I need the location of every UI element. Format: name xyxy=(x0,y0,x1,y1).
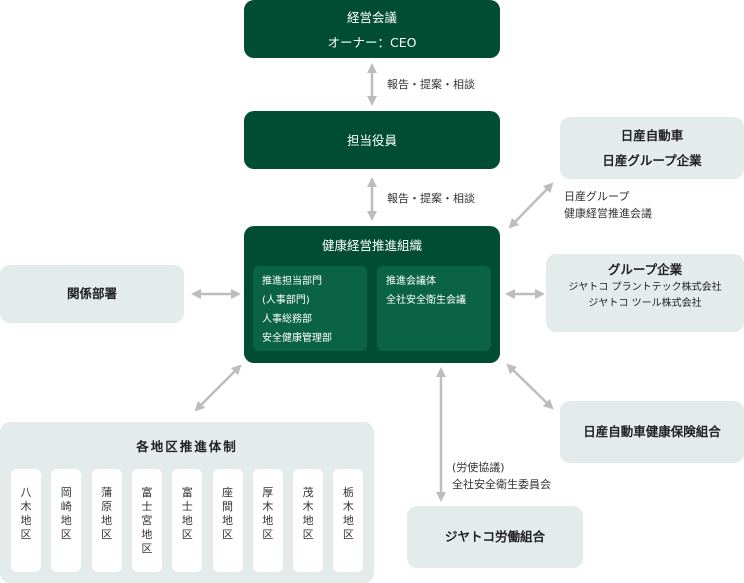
nissan-box: 日産自動車 日産グループ企業 xyxy=(560,117,744,179)
district-char: 木 xyxy=(302,500,314,513)
panel-line: 推進会議体 xyxy=(386,276,436,287)
district-char: 区 xyxy=(222,528,233,541)
district-char: 富 xyxy=(181,486,193,499)
arrow-org-regional xyxy=(194,364,242,412)
health-org-title: 健康経営推進組織 xyxy=(321,238,422,253)
district-char: 崎 xyxy=(60,500,72,513)
district-card: 蒲原地区 xyxy=(91,469,122,572)
nissan-arrow-label: 日産グループ 健康経営推進会議 xyxy=(564,188,652,222)
district-card: 富士宮地区 xyxy=(131,469,162,572)
group-company-line: ジヤトコ ツール株式会社 xyxy=(588,298,702,309)
health-insurance-title: 日産自動車健康保険組合 xyxy=(583,424,721,439)
district-char: 区 xyxy=(20,528,32,541)
district-char: 富 xyxy=(141,486,153,499)
district-char: 区 xyxy=(181,528,193,541)
related-departments-title: 関係部署 xyxy=(66,286,117,301)
district-char: 蒲 xyxy=(101,486,113,499)
labor-union-title: ジヤトコ労働組合 xyxy=(444,529,545,544)
union-arrow-label: (労使協議) 全社安全衛生委員会 xyxy=(452,459,551,493)
district-char: 地 xyxy=(262,514,274,527)
group-company-line: ジヤトコ プラントテック株式会社 xyxy=(568,282,722,293)
group-companies-title: グループ企業 xyxy=(607,262,683,277)
district-char: 宮 xyxy=(141,514,153,527)
label-line: (労使協議) xyxy=(452,461,505,474)
arrow-label-report-2: 報告・提案・相談 xyxy=(387,192,475,205)
regional-title: 各地区推進体制 xyxy=(136,439,238,454)
district-char: 栃 xyxy=(342,486,354,499)
district-card: 八木地区 xyxy=(11,469,41,572)
district-char: 地 xyxy=(101,514,113,527)
panel-line: 安全健康管理部 xyxy=(262,333,332,344)
arrow-org-nissan xyxy=(508,182,554,229)
executive-meeting-title: 経営会議 xyxy=(346,10,397,25)
district-char: 木 xyxy=(342,500,354,513)
district-char: 地 xyxy=(20,514,32,527)
district-card: 厚木地区 xyxy=(252,469,283,572)
health-management-org-box: 健康経営推進組織 推進担当部門 (人事部門) 人事総務部 安全健康管理部 推進会… xyxy=(244,226,500,363)
district-char: 区 xyxy=(342,528,354,541)
district-card: 茂木地区 xyxy=(293,469,324,572)
district-card: 座間地区 xyxy=(212,469,243,572)
district-char: 木 xyxy=(20,500,32,513)
district-char: 地 xyxy=(342,514,354,527)
district-char: 地 xyxy=(222,514,233,527)
related-departments-box: 関係部署 xyxy=(0,265,184,323)
panel-line: (人事部門) xyxy=(262,295,310,306)
district-char: 区 xyxy=(141,542,153,555)
nissan-line: 日産自動車 xyxy=(620,128,684,143)
district-char: 地 xyxy=(60,514,72,527)
district-char: 地 xyxy=(181,514,193,527)
panel-line: 人事総務部 xyxy=(262,314,312,325)
district-char: 座 xyxy=(222,486,233,499)
district-char: 原 xyxy=(101,500,113,513)
promotion-council-panel: 推進会議体 全社安全衛生会議 xyxy=(377,266,491,351)
district-card: 栃木地区 xyxy=(333,469,364,572)
health-insurance-box: 日産自動車健康保険組合 xyxy=(560,401,744,463)
district-char: 士 xyxy=(181,500,193,513)
executive-meeting-owner: オーナー：CEO xyxy=(327,35,417,50)
district-card: 岡崎地区 xyxy=(51,469,82,572)
promotion-department-panel: 推進担当部門 (人事部門) 人事総務部 安全健康管理部 xyxy=(253,266,367,351)
panel-line: 全社安全衛生会議 xyxy=(386,295,466,306)
district-char: 八 xyxy=(20,486,32,499)
label-line: 健康経営推進会議 xyxy=(564,207,652,220)
group-companies-box: グループ企業 ジヤトコ プラントテック株式会社 ジヤトコ ツール株式会社 xyxy=(546,254,744,332)
district-char: 厚 xyxy=(262,486,274,499)
district-char: 茂 xyxy=(302,486,314,499)
district-char: 地 xyxy=(302,514,314,527)
label-line: 全社安全衛生委員会 xyxy=(452,478,551,491)
district-char: 区 xyxy=(302,528,314,541)
panel-line: 推進担当部門 xyxy=(262,276,322,287)
district-card: 富士地区 xyxy=(172,469,203,572)
district-char: 士 xyxy=(141,500,153,513)
officer-box: 担当役員 xyxy=(244,111,500,169)
nissan-line: 日産グループ企業 xyxy=(602,153,702,168)
district-char: 区 xyxy=(262,528,274,541)
district-char: 区 xyxy=(101,528,113,541)
arrow-label-report-1: 報告・提案・相談 xyxy=(387,78,475,91)
label-line: 日産グループ xyxy=(564,190,630,203)
district-char: 岡 xyxy=(60,486,72,499)
arrow-org-insurance xyxy=(506,363,554,410)
regional-promotion-box: 各地区推進体制 八木地区岡崎地区蒲原地区富士宮地区富士地区座間地区厚木地区茂木地… xyxy=(0,422,374,583)
district-char: 区 xyxy=(60,528,72,541)
officer-title: 担当役員 xyxy=(346,133,397,148)
executive-meeting-box: 経営会議 オーナー：CEO xyxy=(244,0,500,58)
district-char: 間 xyxy=(222,500,233,513)
labor-union-box: ジヤトコ労働組合 xyxy=(407,506,583,568)
district-char: 地 xyxy=(141,528,153,541)
district-char: 木 xyxy=(262,500,274,513)
